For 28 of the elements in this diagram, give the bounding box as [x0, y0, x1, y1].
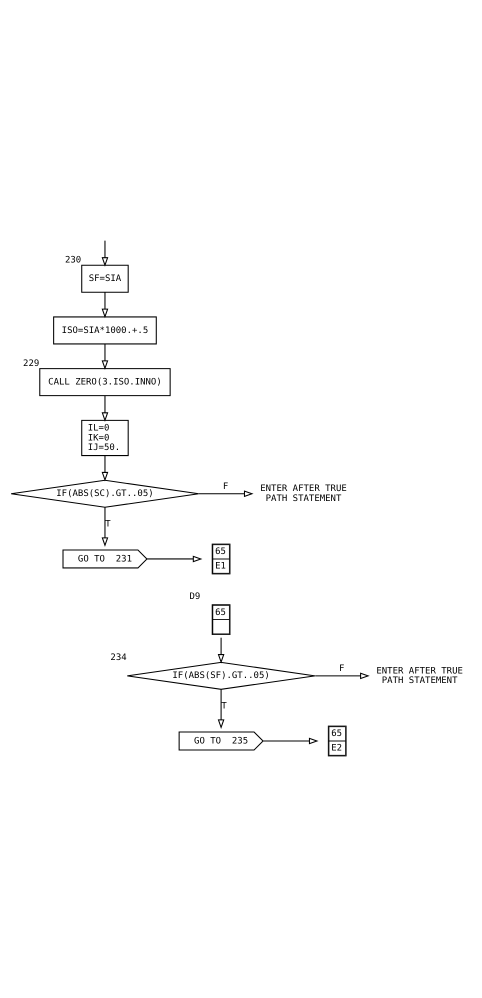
arrow	[102, 292, 108, 318]
node-text: ENTER AFTER TRUE PATH STATEMENT	[260, 484, 347, 504]
arrow	[102, 344, 108, 370]
node-label: 229	[23, 358, 40, 369]
node-label: 230	[65, 255, 82, 266]
arrow	[218, 688, 224, 728]
arrow	[263, 737, 319, 744]
arrow	[102, 455, 108, 482]
arrow	[146, 555, 202, 562]
node-box: CALL ZERO(3.ISO.INNO)	[39, 368, 171, 396]
node-diamond: IF(ABS(SC).GT..05)	[10, 479, 200, 508]
arrow	[102, 395, 108, 422]
edge-label: T	[105, 518, 111, 529]
arrow	[102, 240, 108, 266]
edge-label: F	[338, 664, 344, 674]
node-diamond: IF(ABS(SF).GT..05)	[126, 661, 316, 690]
arrow	[199, 490, 254, 497]
arrow	[315, 672, 370, 679]
node-box: ISO=SIA*1000.+.5	[53, 316, 157, 344]
node-label: 234	[110, 652, 127, 662]
node-box: SF=SIA	[81, 264, 129, 292]
node-label: D9	[189, 592, 200, 602]
node-box: IL=0 IK=0 IJ=50.	[81, 419, 129, 456]
node-text: ENTER AFTER TRUE PATH STATEMENT	[376, 666, 463, 686]
edge-label: F	[222, 481, 228, 492]
arrow	[102, 506, 108, 546]
arrow	[218, 637, 224, 664]
edge-label: T	[221, 701, 227, 712]
